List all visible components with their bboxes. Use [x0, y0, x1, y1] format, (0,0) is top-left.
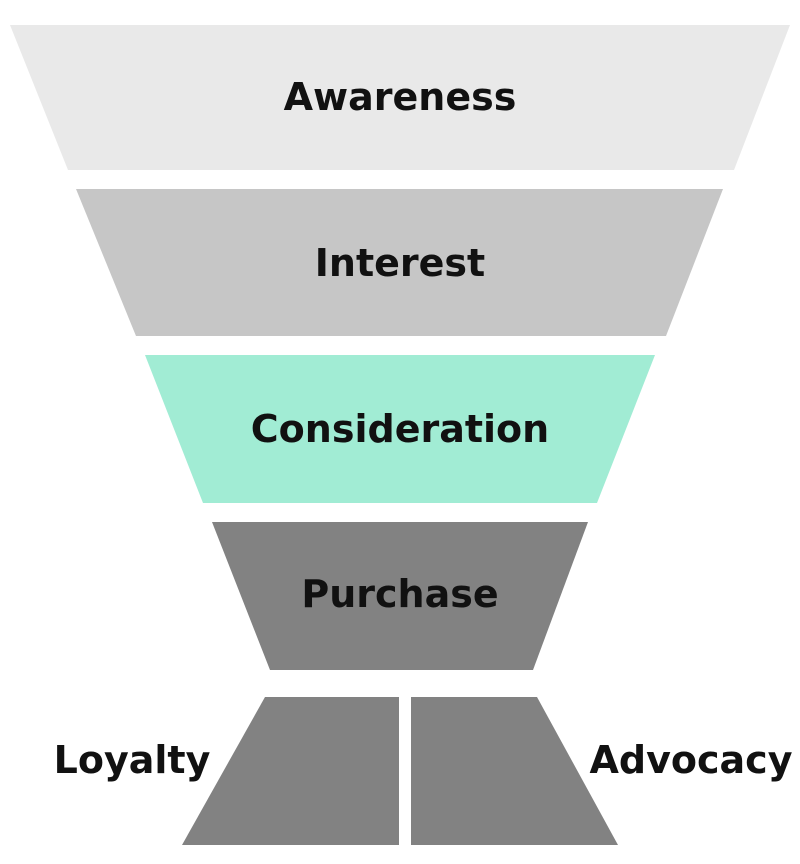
stage-awareness-shape: [10, 25, 790, 170]
stage-interest-shape: [76, 189, 723, 336]
stage-loyalty-shape: [182, 697, 399, 845]
stage-consideration-shape: [145, 355, 655, 503]
stage-advocacy-label: Advocacy: [589, 738, 793, 782]
stage-advocacy-shape: [411, 697, 618, 845]
stage-consideration-label: Consideration: [250, 407, 550, 451]
stage-awareness-label: Awareness: [283, 75, 517, 119]
stage-interest-label: Interest: [314, 241, 486, 285]
stage-purchase-shape: [212, 522, 588, 670]
stage-loyalty-label: Loyalty: [53, 738, 211, 782]
stage-purchase-label: Purchase: [301, 572, 499, 616]
